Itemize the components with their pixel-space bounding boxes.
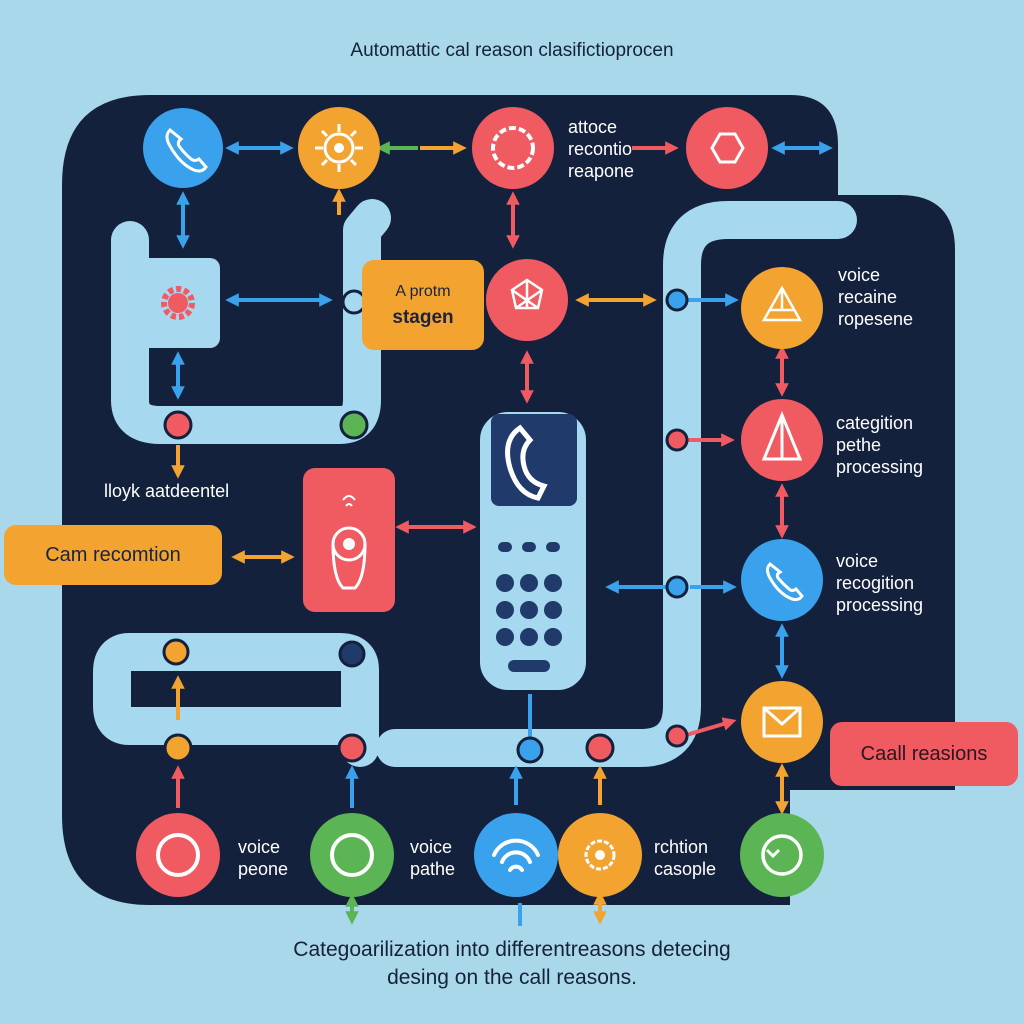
bottom-label-3: rchtion casople xyxy=(654,837,717,879)
top-right-label: attoce recontio reapone xyxy=(568,117,635,181)
node-network-mid xyxy=(486,259,568,341)
bottom-label-1: voice peone xyxy=(238,837,289,879)
triangle-network-icon xyxy=(761,285,803,322)
connector-dots xyxy=(162,288,689,764)
node-bottom-3 xyxy=(474,813,558,897)
right-label-3: voice recogition processing xyxy=(836,551,924,615)
handset-phone xyxy=(476,408,590,694)
bottom-label-2: voice pathe xyxy=(410,837,456,879)
stage-box: A protm stagen xyxy=(362,260,484,350)
node-gear-left xyxy=(137,258,220,348)
circle-icon xyxy=(156,833,200,877)
diagram-title: Automattic cal reason clasifictioprocen xyxy=(350,40,674,61)
node-hexagon-top xyxy=(686,107,768,189)
microphone-device xyxy=(303,468,395,612)
node-right-1 xyxy=(741,267,823,349)
cam-recognition-box: Cam recomtion xyxy=(4,525,222,585)
connector-arrows xyxy=(171,141,833,926)
node-gear-sun-top xyxy=(298,107,380,189)
gear-sun-icon xyxy=(584,839,616,871)
microphone-icon xyxy=(331,543,367,590)
circle-arrow-icon xyxy=(761,834,803,876)
phone-icon xyxy=(165,127,208,173)
right-label-2: categition pethe processing xyxy=(836,413,924,477)
node-bottom-4 xyxy=(558,813,642,897)
node-bottom-1 xyxy=(136,813,220,897)
node-right-2 xyxy=(741,399,823,481)
gear-sun-icon xyxy=(323,132,355,164)
node-right-3 xyxy=(741,539,823,621)
envelope-icon xyxy=(762,706,802,738)
gear-icon xyxy=(161,286,195,320)
ring-icon xyxy=(491,126,535,170)
hexagon-icon xyxy=(710,132,745,164)
phone-icon xyxy=(766,561,804,602)
node-bottom-2 xyxy=(310,813,394,897)
circle-icon xyxy=(330,833,374,877)
right-label-1: voice recaine ropesene xyxy=(838,265,914,329)
triangle-icon xyxy=(761,411,803,461)
network-icon xyxy=(510,278,544,310)
node-right-4 xyxy=(741,681,823,763)
call-reasons-box: Caall reasions xyxy=(830,722,1018,786)
caption-line-2: desing on the call reasons. xyxy=(387,966,637,989)
caption-line-1: Categoarilization into differentreasons … xyxy=(293,938,731,961)
node-ring-top xyxy=(472,107,554,189)
handset-icon xyxy=(505,424,548,501)
node-phone-top xyxy=(143,108,223,188)
left-mid-label: lloyk aatdeentel xyxy=(104,481,230,501)
wifi-icon xyxy=(492,838,540,872)
node-bottom-5 xyxy=(740,813,824,897)
